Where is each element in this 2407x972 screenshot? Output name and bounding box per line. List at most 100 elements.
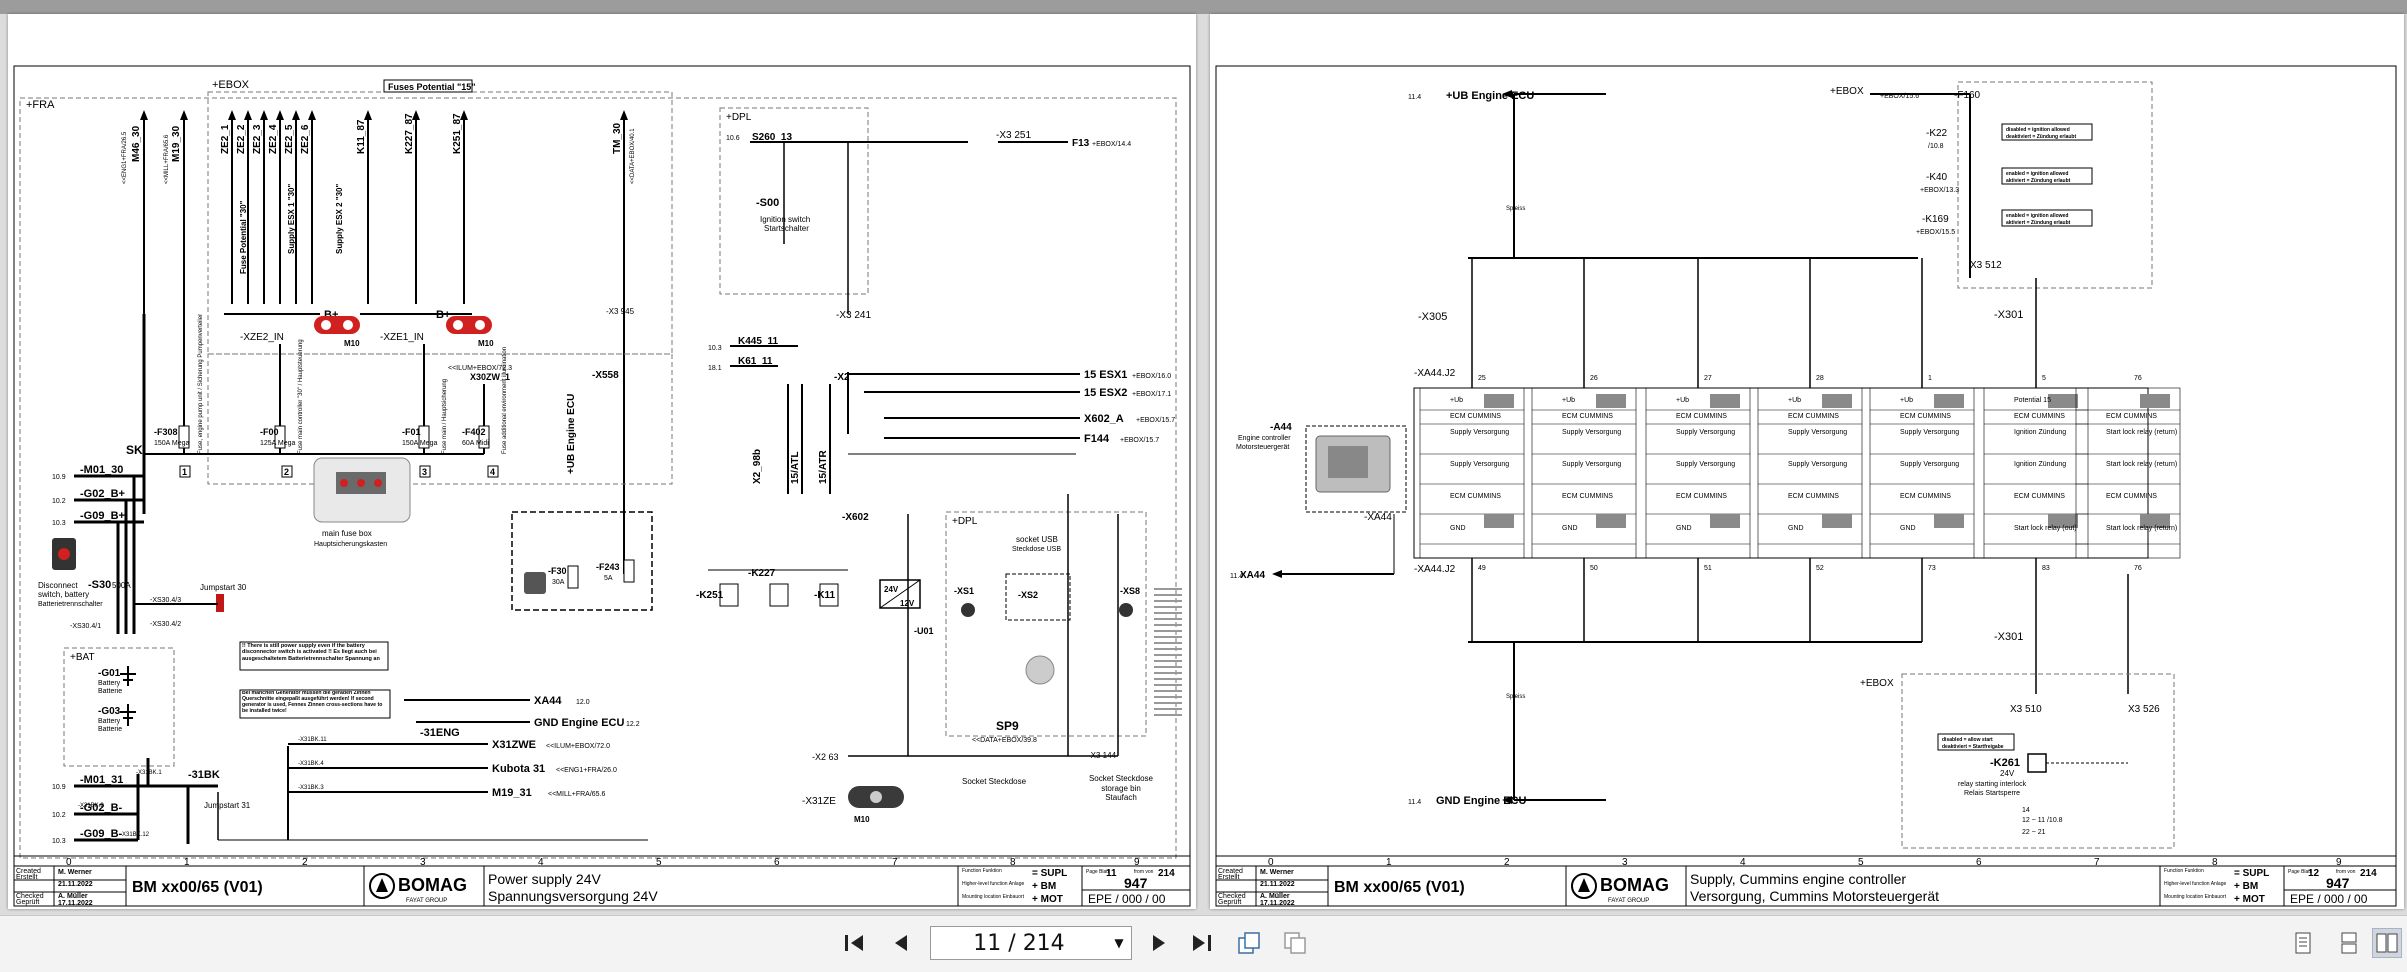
tb2-checked-date: 17.11.2022 bbox=[1260, 900, 1295, 907]
grid-8: 8 bbox=[1010, 857, 1016, 868]
ref-m01-31: 10.9 bbox=[52, 784, 66, 791]
tb2-doc: 947 bbox=[2326, 875, 2350, 891]
fuse-desc-2: Fuse main controller "30" / Hauptsteueru… bbox=[298, 339, 304, 454]
x31bk-3: -X31BK.3 bbox=[298, 785, 324, 791]
single-page-view-icon[interactable] bbox=[2288, 928, 2318, 958]
grid-6: 6 bbox=[774, 857, 780, 868]
tb2-mounting-label: Mounting location Einbauort bbox=[2164, 894, 2227, 900]
x30zw-label: X30ZW_1 bbox=[470, 372, 510, 382]
arrow-k251-87: K251_87 bbox=[452, 113, 463, 154]
fuse-f308-value: 150A Mega bbox=[154, 440, 190, 447]
connector-icon bbox=[1822, 514, 1852, 528]
ecu-pin-top: 26 bbox=[1590, 375, 1598, 382]
note-1-text: !! There is still power supply even if t… bbox=[242, 643, 380, 662]
wire-g02-bplus: -G02_B+ bbox=[80, 488, 125, 500]
top-arrow-refs: <<ENG1+FRA/26.5 <<MILL+FRA/65.6 <<DATA+E… bbox=[122, 128, 636, 184]
ref-kubota: <<ENG1+FRA/26.0 bbox=[556, 767, 617, 774]
tb-doc: 947 bbox=[1124, 875, 1148, 891]
right-outputs: 15 ESX1 15 ESX2 X602_A F144 bbox=[1084, 369, 1127, 445]
grid-7: 7 bbox=[892, 857, 898, 868]
ecu-cell-ecm: ECM CUMMINS bbox=[2014, 493, 2065, 500]
ecu-pin-bottom: 51 bbox=[1704, 565, 1712, 572]
main-fuse-box-label-de: Hauptsicherungskasten bbox=[314, 541, 387, 548]
continuous-view-icon[interactable] bbox=[2334, 928, 2364, 958]
g01-sub1: Battery bbox=[98, 680, 121, 687]
rotate-icon[interactable] bbox=[1234, 928, 1264, 958]
tb2-from-label: from von bbox=[2336, 869, 2356, 875]
grid-numbers-right: 0 1 2 3 4 5 6 7 8 9 bbox=[1268, 857, 2342, 868]
ecu-pin-bottom: 73 bbox=[1928, 565, 1936, 572]
copy-icon[interactable] bbox=[1280, 928, 1310, 958]
ecu-cell-label: Start lock relay (return) bbox=[2106, 429, 2177, 436]
ecu-pin-bottom: 83 bbox=[2042, 565, 2050, 572]
ref-m46: <<ENG1+FRA/26.5 bbox=[122, 131, 128, 184]
tb2-title-de: Versorgung, Cummins Motorsteuergerät bbox=[1690, 888, 1939, 904]
socket-usb: socket USB Steckdose USB -XS2 bbox=[1005, 535, 1071, 685]
tb2-page-label: Page Blatt bbox=[2288, 869, 2312, 875]
main-fuse-box-image: main fuse box Hauptsicherungskasten bbox=[313, 457, 411, 548]
ecu-cell-label: Start lock relay (return) bbox=[2106, 461, 2177, 468]
ecu-cell-label: Supply Versorgung bbox=[1900, 429, 1959, 436]
ign-note-3: enabled = ignition allowed bbox=[2006, 171, 2068, 177]
note-2: Bei manchen Generator müssen die geraden… bbox=[239, 689, 391, 719]
wire-k445-11: K445_11 bbox=[738, 336, 778, 347]
mid-wire-refs: 10.3 18.1 bbox=[708, 345, 722, 372]
tb-checked-label: Checked bbox=[16, 893, 44, 900]
chevron-down-icon[interactable]: ▼ bbox=[1114, 936, 1124, 950]
tb2-function: = SUPL bbox=[2234, 868, 2269, 879]
ref-esx1: +EBOX/16.0 bbox=[1132, 373, 1171, 380]
sp9-ref: <<DATA+EBOX/39.8 bbox=[972, 737, 1037, 744]
frame-bat: +BAT bbox=[70, 652, 95, 663]
connector-icon bbox=[2140, 394, 2170, 408]
ecu-cell-top: +Ub bbox=[1562, 397, 1575, 404]
bomag-logo-sub-2: FAYAT GROUP bbox=[1608, 898, 1649, 904]
x31bk-12: -X31BK.12 bbox=[120, 832, 150, 838]
ignition-label: Ignition switch bbox=[760, 215, 810, 224]
socket-2-label: Socket Steckdose storage bin Staufach bbox=[1088, 774, 1154, 803]
x31ze-label: -X31ZE bbox=[802, 796, 836, 807]
fuse-desc-1: Fuse, engine pump unit / Sicherung Pumpe… bbox=[198, 314, 204, 454]
fuse-num-2: 2 bbox=[284, 467, 289, 477]
last-page-icon[interactable] bbox=[1190, 930, 1214, 956]
fuse-f30-value: 30A bbox=[552, 579, 565, 586]
a44-controller-image: -A44 Engine controller Motorsteuergerät … bbox=[1236, 422, 1407, 523]
tb-mounting: + MOT bbox=[1032, 894, 1063, 905]
f243-fuse: -F243 5A bbox=[596, 559, 635, 583]
page-number-input[interactable]: 11 / 214 ▼ bbox=[930, 926, 1132, 960]
relay-k22: -K22 bbox=[1926, 128, 1948, 139]
socket-labels: Socket Steckdose Socket Steckdose storag… bbox=[962, 774, 1154, 803]
tb2-checked-by: A. Müller bbox=[1260, 893, 1290, 900]
grid-5: 5 bbox=[656, 857, 662, 868]
tb-epe: EPE / 000 / 00 bbox=[1088, 892, 1166, 906]
ign-note-2: deaktiviert = Zündung erlaubt bbox=[2006, 134, 2076, 140]
first-page-icon[interactable] bbox=[842, 930, 866, 956]
ecu-pin-top: 76 bbox=[2134, 375, 2142, 382]
relay-k22-ref: /10.8 bbox=[1928, 143, 1944, 150]
disconnect-label-1: Disconnect bbox=[38, 581, 78, 590]
k261-contact-12: 12 ~ 11 /10.8 bbox=[2022, 817, 2063, 824]
ub-engine-ecu-arrow: +UB Engine ECU bbox=[1446, 90, 1534, 102]
prev-page-icon[interactable] bbox=[888, 930, 912, 956]
ecu-cell-top: +Ub bbox=[1450, 397, 1463, 404]
a44-desc-de: Motorsteuergerät bbox=[1236, 444, 1289, 451]
next-page-icon[interactable] bbox=[1148, 930, 1172, 956]
x305-label: -X305 bbox=[1418, 311, 1447, 323]
g03-label: -G03 bbox=[98, 706, 121, 717]
two-page-view-icon[interactable] bbox=[2372, 928, 2402, 958]
grid-9: 9 bbox=[1134, 857, 1140, 868]
out-15-esx2: 15 ESX2 bbox=[1084, 387, 1127, 399]
xa44-j2-top-label: -XA44.J2 bbox=[1414, 368, 1456, 379]
g03-sub2: Batterie bbox=[98, 726, 122, 733]
k261-note-1: disabled = allow start bbox=[1942, 737, 1993, 743]
x31bk-label: -31BK bbox=[188, 769, 220, 781]
fuse-num-3: 3 bbox=[422, 467, 427, 477]
s30-value: 500A bbox=[112, 581, 131, 590]
x2-63-label: -X2 63 bbox=[812, 752, 839, 762]
ref-k445: 10.3 bbox=[708, 345, 722, 352]
ecu-cell-label: Supply Versorgung bbox=[1900, 461, 1959, 468]
bomag-logo-text: BOMAG bbox=[398, 875, 467, 895]
